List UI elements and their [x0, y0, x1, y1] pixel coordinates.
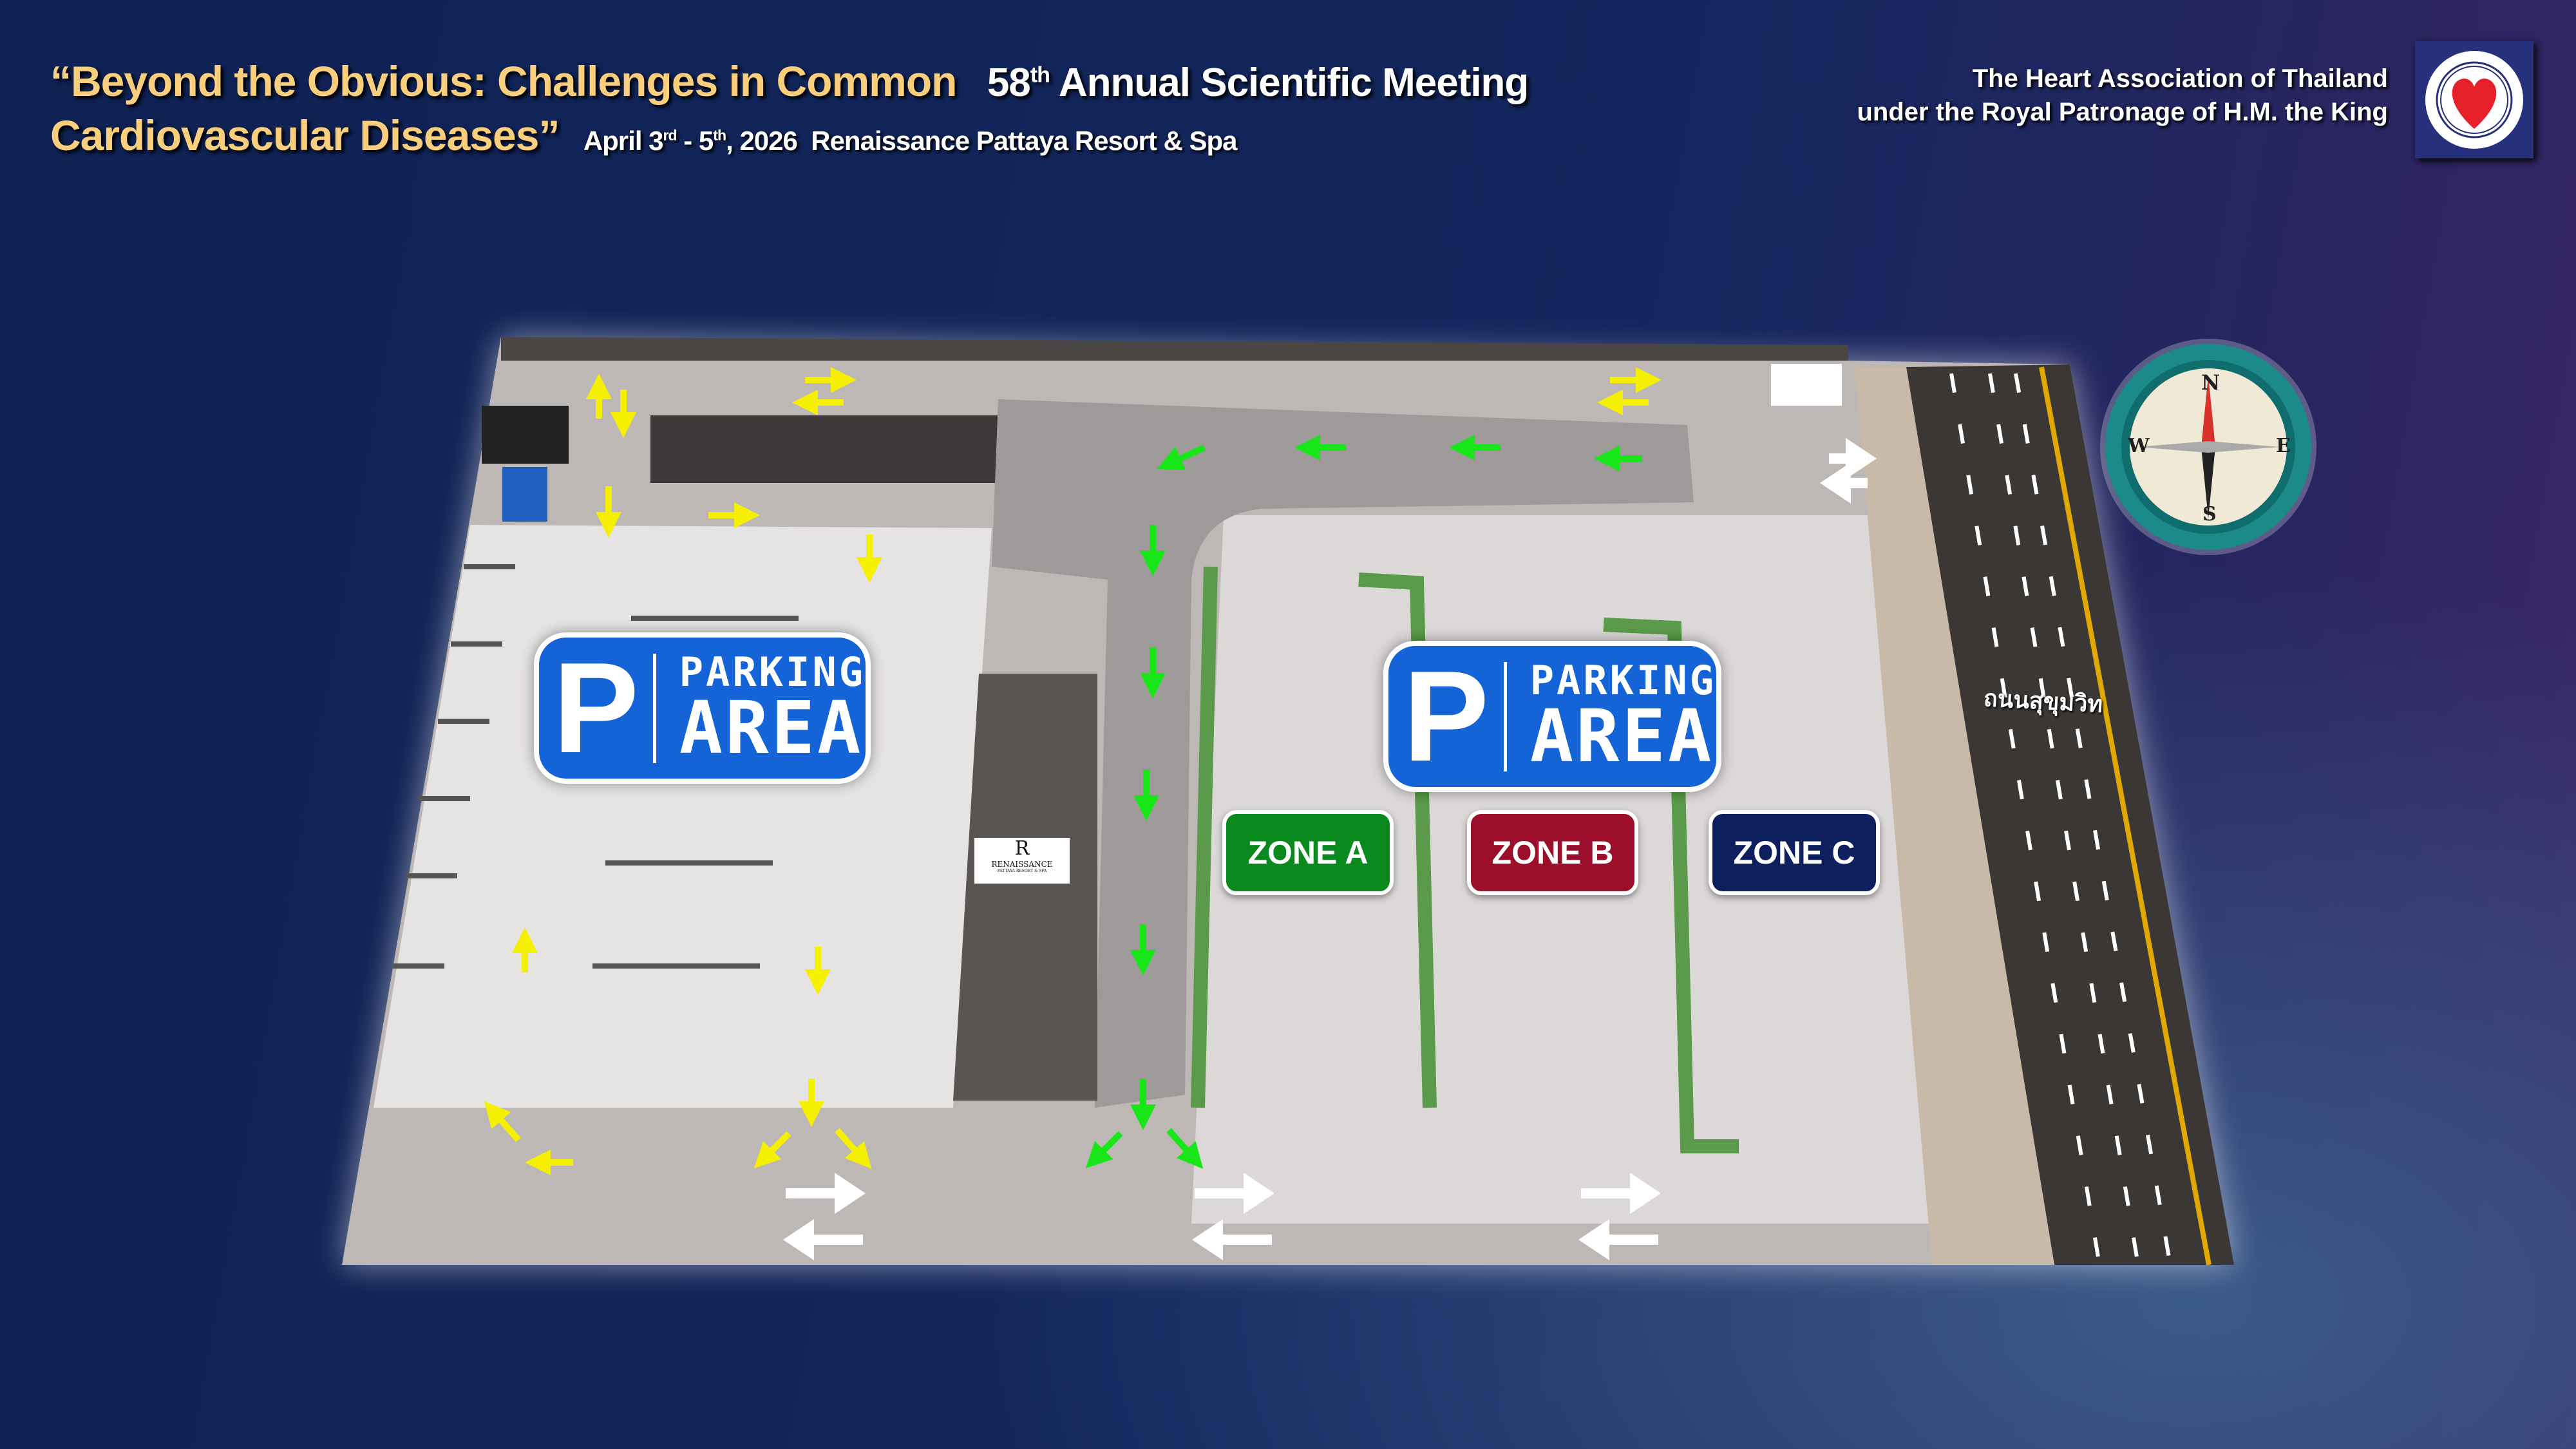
zone-c-label: ZONE C	[1709, 810, 1880, 895]
event-date-venue: April 3rd - 5th, 2026 Renaissance Pattay…	[583, 126, 1238, 156]
compass-south: S	[2202, 503, 2217, 526]
parking-label: PARKING	[679, 648, 866, 696]
green-border	[1191, 566, 1739, 1153]
driveway	[992, 399, 1694, 1108]
zone-b-label: ZONE B	[1467, 810, 1638, 895]
green-traffic-arrows	[1085, 435, 1642, 1169]
compass-north: N	[2201, 370, 2221, 395]
zone-a-label: ZONE A	[1222, 810, 1394, 895]
left-parking-floor	[374, 525, 992, 1108]
renaissance-sign: R RENAISSANCE PATTAYA RESORT & SPA	[974, 838, 1070, 884]
parking-p-letter: P	[539, 643, 656, 772]
canopy	[650, 415, 998, 483]
compass-west: W	[2128, 435, 2150, 457]
parking-p-letter: P	[1388, 652, 1507, 781]
yellow-traffic-arrows	[484, 367, 1662, 1175]
org-patronage: under the Royal Patronage of H.M. the Ki…	[1857, 98, 2389, 126]
theme-title-line2: Cardiovascular Diseases” April 3rd - 5th…	[50, 111, 1238, 159]
compass-east: E	[2276, 435, 2291, 457]
white-traffic-arrows	[783, 438, 1877, 1260]
heart-association-logo	[2415, 41, 2533, 158]
area-label: AREA	[1530, 694, 1714, 779]
org-name: The Heart Association of Thailand	[1972, 64, 2388, 93]
parking-label: PARKING	[1530, 656, 1716, 704]
meeting-title: 58th Annual Scientific Meeting	[987, 61, 1530, 105]
compass: N S E W	[2098, 337, 2318, 557]
road-label: ถนนสุขุมวิท	[1983, 685, 2104, 718]
area-label: AREA	[679, 686, 864, 770]
parking-stall-lines	[393, 564, 799, 969]
theme-title-line1: “Beyond the Obvious: Challenges in Commo…	[50, 57, 1530, 105]
north-wall	[501, 337, 1848, 361]
hotel-building	[953, 674, 1097, 1101]
